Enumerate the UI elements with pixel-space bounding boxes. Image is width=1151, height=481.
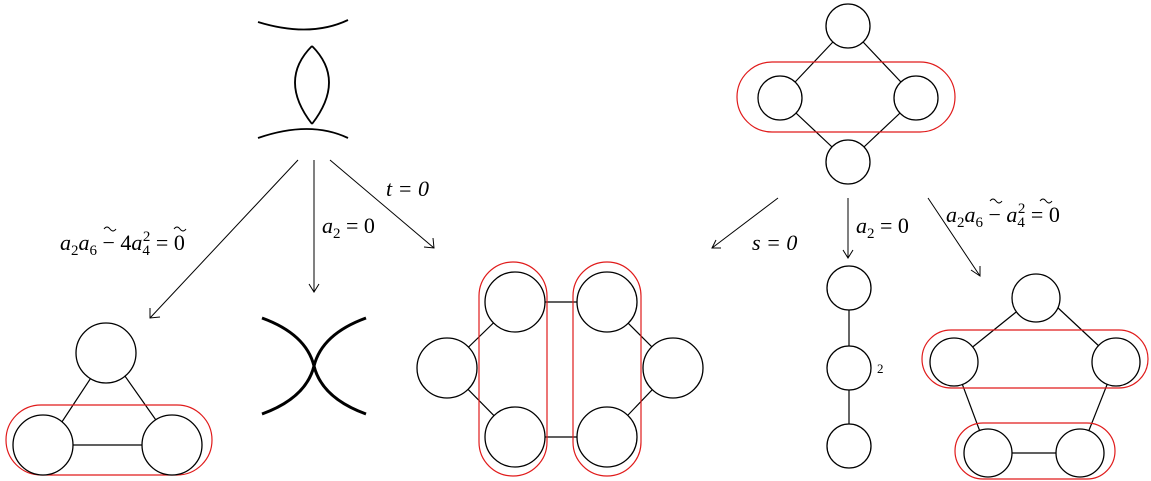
tilde-mark xyxy=(103,226,117,232)
red-group-outline xyxy=(478,261,548,477)
graph-node xyxy=(826,423,872,469)
curve-right-branch xyxy=(312,316,367,416)
graph-node xyxy=(576,271,638,333)
graph-node xyxy=(141,414,203,476)
graph-node xyxy=(12,414,74,476)
arrow-left-3 xyxy=(329,159,435,249)
label-a2-zero-right: a2 = 0 xyxy=(856,213,909,242)
triangle-graph xyxy=(5,322,213,476)
graph-node xyxy=(416,337,478,399)
hexagon-graph xyxy=(416,261,704,477)
red-group-outline xyxy=(954,422,1116,480)
arrowhead-right-1 xyxy=(711,239,721,249)
label-a2a6-minus-4a4sq: a2a6 − 4a42 = 0 xyxy=(60,229,185,259)
graph-node xyxy=(825,139,871,185)
diamond-graph xyxy=(736,3,956,185)
label-t-zero: t = 0 xyxy=(386,176,429,201)
tilde-mark xyxy=(989,198,1003,204)
curve-left-lens xyxy=(294,45,313,125)
arrow-right-3 xyxy=(927,197,981,277)
graph-node xyxy=(929,337,979,387)
crossing-curves-top xyxy=(257,19,349,139)
label-a2-zero-left: a2 = 0 xyxy=(322,213,375,242)
graph-node xyxy=(825,3,871,49)
red-group-outline xyxy=(921,329,1149,389)
chain-graph: 2 xyxy=(826,265,884,469)
graph-node xyxy=(963,428,1013,478)
pentagon-graph xyxy=(921,273,1149,480)
graph-node xyxy=(484,271,546,333)
graph-node xyxy=(893,75,939,121)
graph-node xyxy=(1091,337,1141,387)
arrowhead-left-2 xyxy=(308,283,320,293)
graph-node xyxy=(75,322,137,384)
right-arrows xyxy=(711,197,981,277)
left-arrows xyxy=(149,159,435,319)
graph-node xyxy=(1055,428,1105,478)
graph-node xyxy=(1011,273,1061,323)
arrow-right-1 xyxy=(711,197,779,249)
curve-top-arc xyxy=(257,19,349,31)
curve-bottom-arc xyxy=(257,128,349,139)
graph-node xyxy=(757,75,803,121)
multiplicity-label: 2 xyxy=(877,361,884,376)
arrowhead-right-2 xyxy=(842,249,854,259)
red-group-outline xyxy=(5,404,213,476)
label-s-zero: s = 0 xyxy=(752,230,797,255)
tilde-mark xyxy=(173,226,187,232)
arrowhead-left-3 xyxy=(423,237,435,249)
arrowhead-left-1 xyxy=(149,308,161,319)
curve-right-lens xyxy=(311,45,330,125)
curve-left-branch xyxy=(261,316,316,416)
touching-curves xyxy=(261,316,367,416)
graph-node xyxy=(642,337,704,399)
arrow-left-1 xyxy=(149,159,299,319)
label-a2a6-minus-a4sq: a2a6 − a42 = 0 xyxy=(946,201,1060,231)
tilde-mark xyxy=(1039,198,1053,204)
graph-node xyxy=(576,406,638,468)
graph-node xyxy=(484,406,546,468)
graph-node xyxy=(826,265,872,311)
red-group-outline xyxy=(572,261,642,477)
arrowhead-right-3 xyxy=(970,266,981,277)
red-group-outline xyxy=(736,61,956,133)
graph-node xyxy=(826,345,872,391)
